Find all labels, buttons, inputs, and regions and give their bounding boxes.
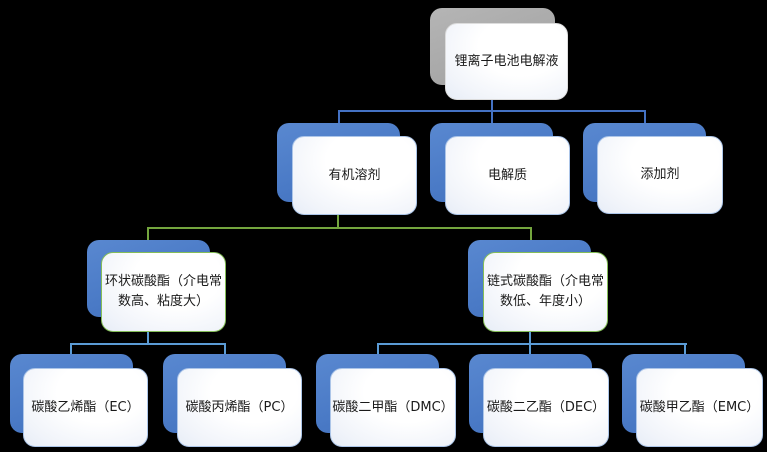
node-dmc[interactable]: 碳酸二甲酯（DMC） bbox=[330, 368, 456, 447]
connector-drop-pc bbox=[224, 343, 226, 356]
node-emc[interactable]: 碳酸甲乙酯（EMC） bbox=[636, 368, 763, 447]
node-dec-label: 碳酸二乙酯（DEC） bbox=[486, 399, 606, 415]
connector-drop-cyclic bbox=[147, 227, 149, 242]
node-organic-solvent-label: 有机溶剂 bbox=[328, 167, 381, 183]
connector-drop-dec bbox=[529, 343, 531, 356]
node-electrolyte-salt[interactable]: 电解质 bbox=[445, 136, 570, 215]
connector-drop-electrolyte-salt bbox=[491, 110, 493, 125]
connector-level4-right-bus bbox=[377, 343, 687, 345]
connector-drop-emc bbox=[684, 343, 686, 356]
node-additive[interactable]: 添加剂 bbox=[597, 136, 723, 214]
node-organic-solvent[interactable]: 有机溶剂 bbox=[292, 136, 417, 215]
node-dec[interactable]: 碳酸二乙酯（DEC） bbox=[483, 368, 609, 447]
node-additive-label: 添加剂 bbox=[640, 167, 680, 182]
node-electrolyte-salt-label: 电解质 bbox=[487, 167, 527, 183]
node-pc[interactable]: 碳酸丙烯酯（PC） bbox=[177, 368, 302, 447]
node-cyclic-carbonate[interactable]: 环状碳酸酯（介电常数高、粘度大） bbox=[101, 252, 226, 332]
node-pc-label: 碳酸丙烯酯（PC） bbox=[185, 399, 294, 415]
connector-root-stem bbox=[491, 100, 493, 112]
node-ec[interactable]: 碳酸乙烯酯（EC） bbox=[23, 368, 148, 447]
node-ec-label: 碳酸乙烯酯（EC） bbox=[31, 399, 140, 415]
connector-chain-stem bbox=[529, 332, 531, 345]
connector-level3-bus bbox=[147, 227, 532, 229]
connector-drop-ec bbox=[70, 343, 72, 356]
connector-drop-chain bbox=[530, 227, 532, 242]
node-chain-carbonate[interactable]: 链式碳酸酯（介电常数低、年度小） bbox=[483, 252, 608, 332]
node-root-label: 锂离子电池电解液 bbox=[454, 53, 559, 69]
node-root[interactable]: 锂离子电池电解液 bbox=[445, 23, 568, 100]
node-dmc-label: 碳酸二甲酯（DMC） bbox=[332, 399, 454, 415]
connector-drop-dmc bbox=[377, 343, 379, 356]
node-chain-carbonate-label: 链式碳酸酯（介电常数低、年度小） bbox=[486, 274, 604, 309]
connector-drop-organic-solvent bbox=[338, 110, 340, 125]
connector-cyclic-stem bbox=[147, 332, 149, 345]
node-cyclic-carbonate-label: 环状碳酸酯（介电常数高、粘度大） bbox=[104, 274, 222, 309]
connector-level4-left-bus bbox=[70, 343, 226, 345]
node-emc-label: 碳酸甲乙酯（EMC） bbox=[639, 399, 760, 415]
connector-drop-additive bbox=[644, 110, 646, 125]
connector-organic-stem bbox=[337, 215, 339, 229]
